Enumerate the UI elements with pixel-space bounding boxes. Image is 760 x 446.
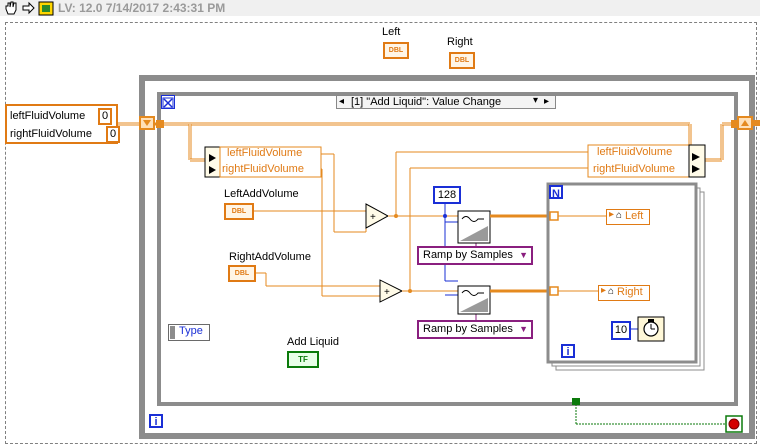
unbundle-item: rightFluidVolume bbox=[222, 163, 304, 175]
wait-ms-constant[interactable]: 10 bbox=[611, 321, 631, 340]
auto-index-tunnel-right[interactable] bbox=[549, 286, 559, 296]
unbundle-node[interactable] bbox=[204, 146, 221, 178]
left-add-volume-terminal[interactable]: DBL bbox=[224, 203, 254, 220]
enum-value: Ramp by Samples bbox=[423, 323, 513, 335]
bundle-item: leftFluidVolume bbox=[597, 146, 673, 158]
add-function-right[interactable] bbox=[379, 279, 404, 303]
cluster-control[interactable]: leftFluidVolume 0 rightFluidVolume 0 bbox=[5, 104, 120, 144]
hand-tool-icon[interactable] bbox=[5, 1, 17, 15]
samples-constant[interactable]: 128 bbox=[433, 186, 461, 204]
right-add-volume-terminal[interactable]: DBL bbox=[228, 265, 256, 282]
run-arrow-icon[interactable] bbox=[22, 1, 35, 15]
right-local-variable[interactable]: ▸ ⌂ Right bbox=[598, 285, 650, 301]
window-title: LV: 12.0 7/14/2017 2:43:31 PM bbox=[58, 1, 226, 15]
auto-index-tunnel-left[interactable] bbox=[549, 211, 559, 221]
while-loop-frame[interactable] bbox=[139, 75, 755, 439]
toolbar-icons bbox=[5, 1, 54, 16]
loop-count-terminal[interactable]: N bbox=[549, 185, 563, 200]
toolbar: LV: 12.0 7/14/2017 2:43:31 PM bbox=[0, 0, 760, 16]
dropdown-arrow-icon[interactable]: ▼ bbox=[519, 324, 528, 334]
cluster-item-value[interactable]: 0 bbox=[98, 108, 112, 125]
increment-arrow-icon[interactable]: ▸ bbox=[544, 96, 550, 107]
ramp-pattern-enum-bottom[interactable]: Ramp by Samples ▼ bbox=[417, 320, 533, 339]
right-add-volume-label: RightAddVolume bbox=[229, 251, 311, 263]
left-indicator-label: Left bbox=[382, 26, 401, 38]
loop-iteration-terminal: i bbox=[561, 344, 575, 358]
add-function-left[interactable] bbox=[365, 203, 390, 229]
boolean-tunnel[interactable] bbox=[572, 398, 580, 405]
left-add-volume-label: LeftAddVolume bbox=[224, 188, 299, 200]
bundle-item: rightFluidVolume bbox=[593, 163, 675, 175]
local-variable-label: Right bbox=[617, 286, 643, 298]
svg-text:+: + bbox=[384, 287, 390, 298]
cluster-item-value[interactable]: 0 bbox=[106, 126, 120, 143]
type-label: Type bbox=[179, 325, 203, 337]
ramp-pattern-enum-top[interactable]: Ramp by Samples ▼ bbox=[417, 246, 533, 265]
right-indicator-terminal[interactable]: DBL bbox=[449, 52, 475, 69]
vi-icon[interactable] bbox=[38, 1, 54, 16]
event-data-node[interactable]: Type bbox=[168, 324, 210, 341]
while-loop-iteration-terminal: i bbox=[149, 414, 163, 428]
bundle-node[interactable] bbox=[688, 144, 706, 178]
arrow-icon: ▸ bbox=[601, 285, 607, 296]
cluster-item-label: leftFluidVolume bbox=[10, 110, 86, 122]
unbundle-item: leftFluidVolume bbox=[227, 147, 303, 159]
sequence-frame bbox=[5, 22, 757, 444]
left-local-variable[interactable]: ▸ ⌂ Left bbox=[606, 209, 650, 225]
house-icon: ⌂ bbox=[608, 286, 615, 297]
local-variable-label: Left bbox=[625, 210, 644, 222]
house-icon: ⌂ bbox=[616, 210, 623, 221]
add-liquid-label: Add Liquid bbox=[287, 336, 339, 348]
add-liquid-terminal[interactable]: TF bbox=[287, 351, 319, 368]
event-timeout-icon[interactable] bbox=[161, 95, 175, 109]
right-indicator-label: Right bbox=[447, 36, 473, 48]
svg-text:+: + bbox=[370, 212, 376, 223]
event-case-selector[interactable]: ◂ [1] "Add Liquid": Value Change ▾ ▸ bbox=[336, 95, 556, 109]
dropdown-arrow-icon[interactable]: ▾ bbox=[533, 95, 539, 106]
dropdown-arrow-icon[interactable]: ▼ bbox=[519, 250, 528, 260]
left-indicator-terminal[interactable]: DBL bbox=[383, 42, 409, 59]
event-structure-frame[interactable] bbox=[157, 92, 738, 406]
arrow-icon: ▸ bbox=[609, 209, 615, 220]
enum-value: Ramp by Samples bbox=[423, 249, 513, 261]
decrement-arrow-icon[interactable]: ◂ bbox=[339, 96, 345, 107]
case-selector-label: [1] "Add Liquid": Value Change bbox=[351, 96, 502, 108]
cluster-item-label: rightFluidVolume bbox=[10, 128, 92, 140]
